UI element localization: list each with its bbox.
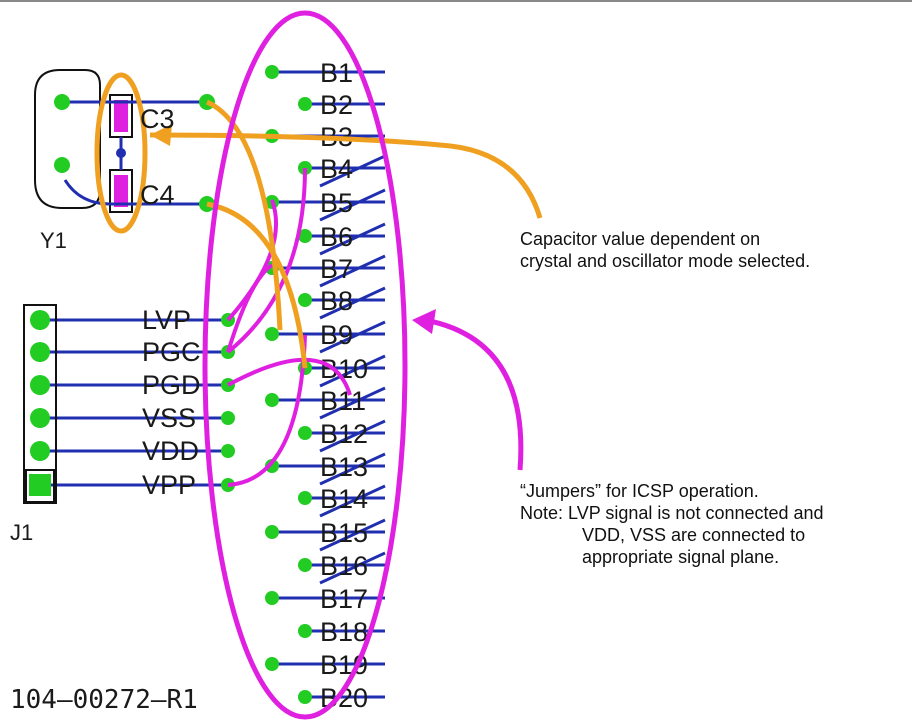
orange-route-c3: [205, 99, 283, 331]
bus-label: B7: [320, 254, 353, 284]
jumper-pgd: [227, 357, 352, 396]
label-j1: J1: [10, 520, 33, 545]
jumper-note-line-4: appropriate signal plane.: [582, 547, 780, 567]
header-pad: [30, 342, 50, 362]
jumper-note-line-3: VDD, VSS are connected to: [582, 525, 806, 545]
cap-c4-pad: [114, 175, 128, 207]
bus-label: B14: [320, 484, 368, 514]
crystal-pad: [54, 157, 70, 173]
bus-label: B17: [320, 584, 368, 614]
bus-pad: [265, 327, 279, 341]
capacitor-highlight-ellipse: [94, 72, 148, 234]
jumper-note-line-1: “Jumpers” for ICSP operation.: [520, 481, 759, 501]
bus-label: B4: [320, 154, 353, 184]
bus-pad: [298, 229, 312, 243]
bus-pad: [298, 293, 312, 307]
bus-label: B1: [320, 58, 353, 88]
crystal-pad: [54, 94, 70, 110]
jumper-pgc-b7: [226, 263, 274, 353]
bus-pad: [265, 393, 279, 407]
bus-label: B6: [320, 222, 353, 252]
trace-bus-diagonal: [319, 154, 386, 188]
bus-label: B9: [320, 320, 353, 350]
bus-pad: [265, 525, 279, 539]
bus-label: B8: [320, 286, 353, 316]
orange-route-c4: [206, 201, 308, 369]
bus-pad: [298, 97, 312, 111]
trace-bus-diagonal: [319, 518, 386, 552]
bus-labels: B1B2B3B4B5B6B7B8B9B10B11B12B13B14B15B16B…: [320, 58, 368, 713]
header-pin-label: PGD: [142, 370, 201, 400]
bus-pad: [265, 591, 279, 605]
bus-label: B15: [320, 518, 368, 548]
capacitor-note: Capacitor value dependent on crystal and…: [520, 228, 810, 272]
trace-bus-diagonal: [319, 286, 386, 320]
trace-crystal-c4: [63, 179, 207, 206]
label-y1: Y1: [40, 228, 67, 253]
bus-pad: [298, 491, 312, 505]
header-pad: [30, 375, 50, 395]
trace-bus-diagonal: [319, 254, 386, 288]
trace-bus-diagonal: [319, 452, 386, 486]
orange-routes: [149, 99, 543, 369]
traces-group: [40, 70, 386, 699]
trace-bus-diagonal: [319, 222, 386, 256]
bus-pad: [265, 657, 279, 671]
capacitor-callout-arrowhead: [150, 124, 172, 146]
jumper-pad: [221, 444, 235, 458]
label-c4: C4: [140, 180, 175, 210]
trace-bus-diagonal: [319, 551, 386, 585]
bus-label: B11: [320, 386, 366, 416]
jumper-note-line-2: Note: LVP signal is not connected and: [520, 503, 824, 523]
jumper-callout-arrow: [424, 317, 524, 471]
trace-bus-diagonal: [319, 354, 386, 388]
bus-pad: [298, 558, 312, 572]
header-pin-label: VSS: [142, 403, 196, 433]
capacitor-callout-arrow: [149, 132, 543, 219]
header-pad: [30, 408, 50, 428]
trace-bus-diagonal: [319, 484, 386, 518]
jumper-vpp: [227, 334, 307, 487]
bus-label: B2: [320, 90, 353, 120]
jumper-callout-arrowhead: [412, 309, 436, 334]
bus-pad: [265, 459, 279, 473]
trace-bus-diagonal: [319, 386, 386, 420]
capacitor-note-line-1: Capacitor value dependent on: [520, 229, 761, 249]
header-pin-label: PGC: [142, 337, 201, 367]
capacitor-note-line-2: crystal and oscillator mode selected.: [520, 251, 811, 271]
header-pin-label: VPP: [142, 470, 196, 500]
header-pin-label: VDD: [142, 436, 199, 466]
pads-group: [29, 65, 312, 704]
trace-bus-diagonal: [319, 320, 386, 354]
jumper-lvp: [226, 199, 278, 322]
cap-via: [116, 148, 126, 158]
trace-bus-diagonal: [319, 188, 386, 222]
label-c3: C3: [140, 104, 175, 134]
bus-pad: [265, 65, 279, 79]
crystal-outline: [34, 69, 101, 209]
jumper-pad: [221, 411, 235, 425]
jumper-highlight-ellipse: [202, 10, 408, 720]
bus-pad: [298, 690, 312, 704]
jumper-note: “Jumpers” for ICSP operation. Note: LVP …: [520, 480, 824, 568]
trace-bus-diagonal: [319, 419, 386, 453]
bus-pad: [298, 426, 312, 440]
header-pad: [30, 441, 50, 461]
bus-pad: [298, 624, 312, 638]
bus-label: B5: [320, 188, 353, 218]
header-pad: [30, 310, 50, 330]
part-number: 104—00272—R1: [10, 685, 198, 715]
header-pin-label: LVP: [142, 305, 191, 335]
bus-label: B12: [320, 419, 368, 449]
header-pad: [29, 474, 51, 496]
header-pin1-square: [25, 469, 55, 503]
header-j1-outline: [23, 304, 57, 504]
bus-label: B16: [320, 551, 368, 581]
bus-label: B18: [320, 617, 368, 647]
bus-label: B13: [320, 452, 368, 482]
cap-c3-pad: [114, 100, 128, 132]
